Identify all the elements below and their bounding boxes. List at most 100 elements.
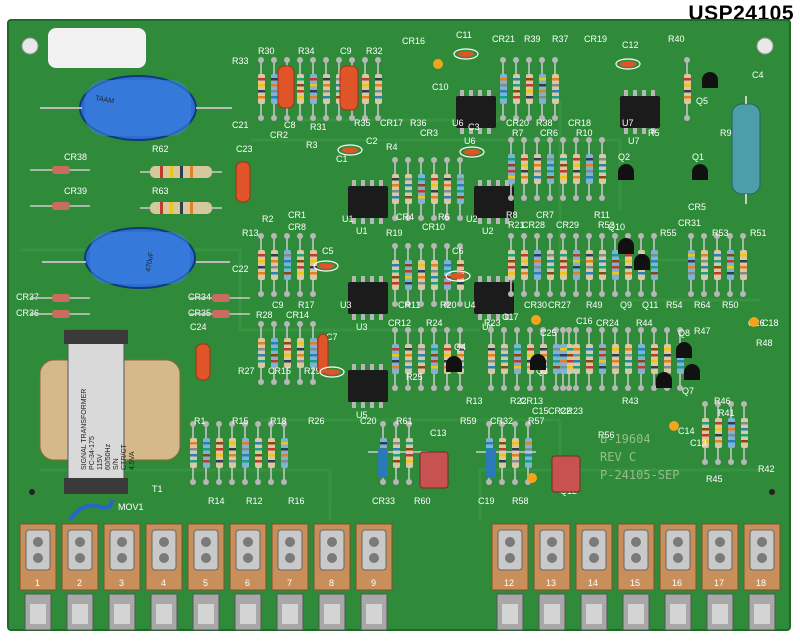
resistor-r59 xyxy=(488,327,495,391)
resistor-r40 xyxy=(521,137,528,201)
silk-ref: C6 xyxy=(452,246,464,256)
ic-u5: U5 xyxy=(348,364,388,420)
silk-ref: CR37 xyxy=(16,292,39,302)
silk-ref: R43 xyxy=(622,396,639,406)
silk-ref: U3 xyxy=(340,300,352,310)
silk-ref: C21 xyxy=(232,120,249,130)
disc-cap-body xyxy=(450,273,466,279)
silk-ref: C16 xyxy=(576,316,593,326)
resistor-r32 xyxy=(310,321,317,385)
silk-ref: R42 xyxy=(758,464,775,474)
silk-ref: CR12 xyxy=(388,318,411,328)
transistor xyxy=(618,238,634,254)
silk-ref: R38 xyxy=(536,118,553,128)
resistor-r16 xyxy=(457,157,464,221)
silk-ref: CR38 xyxy=(64,152,87,162)
silk-ref: CR11 xyxy=(398,300,420,310)
power-component xyxy=(419,451,449,489)
silk-ref: C9 xyxy=(340,46,352,56)
tantalum-cap xyxy=(433,59,443,69)
silk-ref: CR39 xyxy=(64,186,87,196)
silk-ref: Q3 xyxy=(536,366,548,376)
silk-ref: R11 xyxy=(594,210,610,220)
silk-ref: C3 xyxy=(468,122,480,132)
resistor-r18 xyxy=(271,233,278,297)
silk-ref: R55 xyxy=(660,228,677,238)
diode xyxy=(30,202,90,210)
silk-ref: C9 xyxy=(272,300,284,310)
terminal-number: 14 xyxy=(588,578,598,588)
transistor xyxy=(618,164,634,180)
silk-ref: C20 xyxy=(360,416,377,426)
terminal-12: 12 xyxy=(491,523,529,631)
terminal-14: 14 xyxy=(575,523,613,631)
tantalum-cap xyxy=(531,315,541,325)
orange-capacitor xyxy=(317,333,329,375)
resistor-r21 xyxy=(513,57,520,121)
silk-ref: CR1 xyxy=(288,210,306,220)
silk-ref: Q11 xyxy=(642,300,658,310)
silk-ref: C11 xyxy=(456,30,472,40)
silk-ref: U4 xyxy=(464,300,476,310)
terminal-16: 16 xyxy=(659,523,697,631)
silk-ref: R27 xyxy=(238,366,255,376)
resistor-r28 xyxy=(258,321,265,385)
etch-line-1: B-19604 xyxy=(600,432,651,446)
resistor-r14 xyxy=(431,157,438,221)
silk-ref: CR34 xyxy=(188,292,211,302)
resistor-r40 xyxy=(512,421,519,485)
silk-ref: R47 xyxy=(694,326,711,336)
silk-ref: R53 xyxy=(712,228,729,238)
resistor-r29 xyxy=(727,233,734,297)
terminal-number: 2 xyxy=(77,578,82,588)
resistor-r25 xyxy=(431,243,438,307)
silk-ref: CR19 xyxy=(584,34,607,44)
mounting-hole xyxy=(756,37,774,55)
silk-ref: C18 xyxy=(762,318,779,328)
electrolytic-cap-c22: 470uF xyxy=(42,227,230,289)
resistor-r16 xyxy=(242,421,249,485)
terminal-number: 1 xyxy=(35,578,40,588)
resistor-r5 xyxy=(599,327,606,391)
transistor xyxy=(634,254,650,270)
transistor xyxy=(692,164,708,180)
silk-ref: R4 xyxy=(386,142,398,152)
ic-label: U7 xyxy=(628,136,640,146)
resistor-r2 xyxy=(560,327,567,391)
ic-u2: U2 xyxy=(474,180,514,236)
transformer-line: SIGNAL TRANSFORMER xyxy=(81,389,88,470)
silk-ref: R61 xyxy=(396,416,413,426)
silk-ref: R13 xyxy=(466,396,483,406)
resistor-r36 xyxy=(393,421,400,485)
resistor-r22 xyxy=(526,57,533,121)
resistor-r20 xyxy=(500,57,507,121)
silk-ref: R17 xyxy=(298,300,315,310)
disc-cap-body xyxy=(620,61,636,67)
silk-ref: CR24 xyxy=(596,318,619,328)
terminal-1: 1 xyxy=(19,523,57,631)
silk-ref: R5 xyxy=(648,128,660,138)
silk-ref: R12 xyxy=(246,496,263,506)
resistor-r4 xyxy=(297,57,304,121)
resistor-r17 xyxy=(258,233,265,297)
terminal-number: 9 xyxy=(371,578,376,588)
silk-ref: CR18 xyxy=(568,118,591,128)
silk-ref: C23 xyxy=(236,144,253,154)
resistor-r29 xyxy=(271,321,278,385)
terminal-8: 8 xyxy=(313,523,351,631)
silk-ref: R64 xyxy=(694,300,711,310)
disc-cap-outline xyxy=(337,144,363,156)
resistor-r5 xyxy=(310,57,317,121)
resistor-r44 xyxy=(573,137,580,201)
terminal-number: 5 xyxy=(203,578,208,588)
silk-ref: R1 xyxy=(194,416,206,426)
silk-ref: CR8 xyxy=(288,222,306,232)
transistor xyxy=(702,72,718,88)
silk-ref: C15 xyxy=(532,406,549,416)
silk-ref: R30 xyxy=(258,46,275,56)
resistor-r39 xyxy=(499,421,506,485)
silk-ref: CR23 xyxy=(560,406,583,416)
resistor-r33 xyxy=(728,401,735,465)
silk-ref: R63 xyxy=(152,186,169,196)
resistor-r12 xyxy=(405,157,412,221)
